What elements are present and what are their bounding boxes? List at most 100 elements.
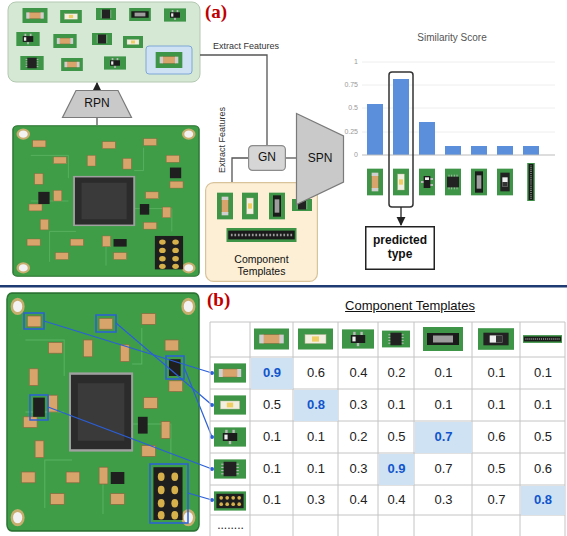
art-line <box>188 493 212 500</box>
score-cell-holder: 0.1 <box>521 358 565 389</box>
detected-thumb <box>214 427 246 446</box>
art-rect <box>24 313 44 329</box>
template-thumb <box>242 193 258 220</box>
art-line <box>362 85 555 86</box>
art-rect <box>96 315 116 332</box>
spn-network-label: SPN <box>308 152 333 166</box>
detected-thumb <box>214 459 246 478</box>
score-cell-holder: 0.1 <box>473 358 520 389</box>
score-cell-holder: 0.3 <box>339 454 378 485</box>
rpn-network: RPN <box>62 90 132 118</box>
component-thumb <box>527 163 535 201</box>
score-cell: 0.1 <box>263 493 281 508</box>
score-cell-holder: 0.3 <box>294 486 338 515</box>
score-cell-holder: 0.8 <box>294 390 338 421</box>
spn-network: SPN <box>296 113 344 205</box>
score-cell: 0.4 <box>349 366 367 381</box>
art-line <box>362 132 555 133</box>
art-rect <box>419 122 435 155</box>
score-cell: 0.6 <box>487 430 505 445</box>
detection-panel <box>8 2 200 82</box>
score-cell: 0.1 <box>487 398 505 413</box>
score-cell: 0.2 <box>387 366 405 381</box>
score-cell-holder: 0.7 <box>473 486 520 515</box>
score-cell: 0.3 <box>434 493 452 508</box>
art-circle <box>210 435 214 439</box>
score-cell-holder: 0.1 <box>251 422 293 453</box>
score-cell: 0.2 <box>349 430 367 445</box>
component-thumb <box>123 36 143 48</box>
score-cell-holder: 0.1 <box>294 422 338 453</box>
art-circle <box>210 467 214 471</box>
art-line <box>184 367 212 437</box>
art-line <box>210 421 565 422</box>
score-cell-holder: 0.2 <box>339 422 378 453</box>
component-thumb <box>20 56 43 70</box>
score-cell-holder: 0.6 <box>473 422 520 453</box>
component-thumb <box>61 58 83 71</box>
art-rect <box>393 79 409 155</box>
feature-line <box>200 55 267 145</box>
score-cell: 0.1 <box>307 430 325 445</box>
art-rect <box>367 104 383 155</box>
art-rect <box>445 146 461 155</box>
component-thumb <box>445 169 461 196</box>
score-cell-holder: 0.6 <box>521 454 565 485</box>
detection-boxes <box>24 313 188 523</box>
score-cell: 0.4 <box>349 493 367 508</box>
axis-tick-holder: 1 <box>354 58 358 66</box>
chart-axis <box>362 155 555 156</box>
component-thumb <box>60 10 82 23</box>
prediction-arrow <box>400 207 401 225</box>
leader-lines <box>44 321 212 500</box>
template-panel-label: Component Templates <box>222 253 302 277</box>
template-thumb <box>478 328 514 350</box>
score-cell-holder: 0.1 <box>521 390 565 421</box>
axis-tick-holder: 0.5 <box>348 104 358 112</box>
spn-network-shape <box>297 114 344 205</box>
section-heading-holder: Component Templates <box>345 299 475 314</box>
detected-thumb <box>214 363 246 382</box>
score-cell: 0.7 <box>434 462 452 477</box>
score-cell: 0.8 <box>307 398 325 413</box>
score-cell-holder: 0.1 <box>415 390 472 421</box>
prediction-outline <box>389 72 413 207</box>
component-thumb <box>497 169 513 196</box>
score-cell: 0.5 <box>487 462 505 477</box>
component-thumb <box>164 8 186 21</box>
score-cell-holder: 0.1 <box>251 486 293 515</box>
flow-connector <box>286 157 296 158</box>
score-cell: 0.1 <box>387 398 405 413</box>
art-circle <box>210 371 214 375</box>
score-cell: 0.1 <box>434 366 452 381</box>
score-cell-holder: 0.3 <box>415 486 472 515</box>
art-line <box>210 322 565 323</box>
template-thumb <box>382 331 410 348</box>
score-cell-holder: 0.3 <box>339 390 378 421</box>
template-thumb <box>269 193 285 220</box>
score-cell-holder: 0.5 <box>521 422 565 453</box>
predicted-type-box-label: predicted type <box>370 234 430 262</box>
template-thumb <box>298 329 333 350</box>
axis-tick-holder: 0 <box>354 151 358 159</box>
score-cell: 0.1 <box>487 366 505 381</box>
rpn-network-label: RPN <box>84 97 109 111</box>
art-line <box>210 322 211 536</box>
score-cell-holder: 0.8 <box>521 486 565 515</box>
art-line <box>338 322 339 536</box>
score-cell-holder: 0.5 <box>473 454 520 485</box>
axis-tick: 0 <box>354 151 358 159</box>
template-thumb <box>217 193 233 220</box>
score-cell: 0.1 <box>263 462 281 477</box>
score-cell-holder: 0.1 <box>251 454 293 485</box>
detected-thumb <box>214 491 246 510</box>
score-cell-holder: 0.5 <box>379 422 414 453</box>
component-thumb <box>96 8 116 20</box>
score-cell-holder: 0.1 <box>473 390 520 421</box>
component-thumb <box>393 169 409 196</box>
ellipsis-cell-holder: ........ <box>211 516 250 536</box>
flow-line <box>96 118 97 125</box>
art-rect <box>30 395 48 420</box>
axis-tick: 0.5 <box>348 104 358 112</box>
art-line <box>293 322 294 536</box>
